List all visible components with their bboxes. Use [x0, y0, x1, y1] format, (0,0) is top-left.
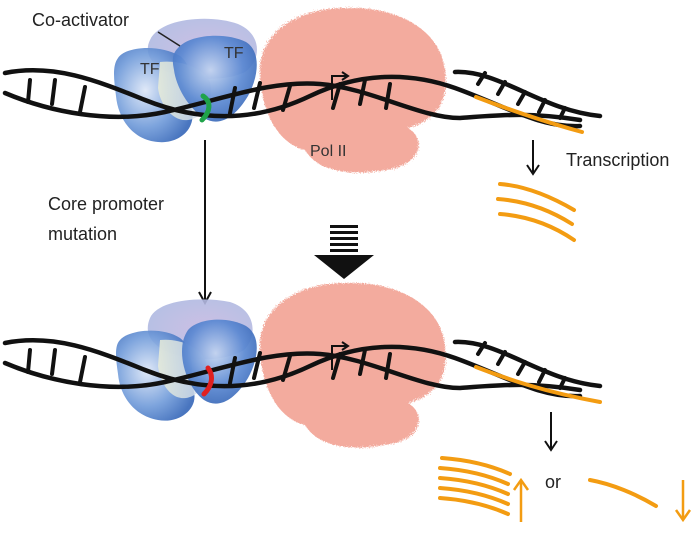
tss-arrow-icon: [331, 71, 350, 100]
tf2-label: TF: [224, 45, 244, 62]
tf1-label: TF: [140, 61, 160, 78]
mrna-nascent: [474, 95, 584, 134]
dna-base-pairs-mutant: [26, 341, 567, 390]
block-down-arrow-icon: [314, 225, 374, 279]
top-panel: [2, 7, 603, 242]
coactivator-label: Co-activator: [32, 10, 129, 30]
or-label: or: [545, 472, 561, 492]
mrna-transcripts: [496, 182, 576, 242]
mutation-label-line2: mutation: [48, 224, 117, 244]
transcription-arrow: [526, 140, 540, 176]
transcription-arrow-mutant: [544, 412, 558, 452]
core-promoter-normal: [199, 93, 212, 123]
up-arrow-icon: [512, 477, 530, 522]
mrna-transcripts-increased: [438, 456, 512, 516]
transcription-label: Transcription: [566, 150, 669, 170]
bottom-panel: [2, 282, 692, 523]
down-arrow-icon: [674, 480, 692, 523]
mrna-transcript-decreased: [588, 478, 658, 508]
dna-base-pairs: [26, 71, 567, 120]
coactivator-pointer: [157, 31, 181, 47]
mrna-nascent-mutant: [474, 365, 602, 404]
core-promoter-mutant: [201, 365, 214, 397]
pol2-complex-mutant: [259, 282, 446, 448]
mutation-arrow: [198, 140, 212, 306]
mutation-label-line1: Core promoter: [48, 194, 164, 214]
tf2-protein: [172, 35, 257, 122]
pol2-label: Pol II: [310, 143, 346, 160]
tss-arrow-icon: [331, 341, 350, 370]
